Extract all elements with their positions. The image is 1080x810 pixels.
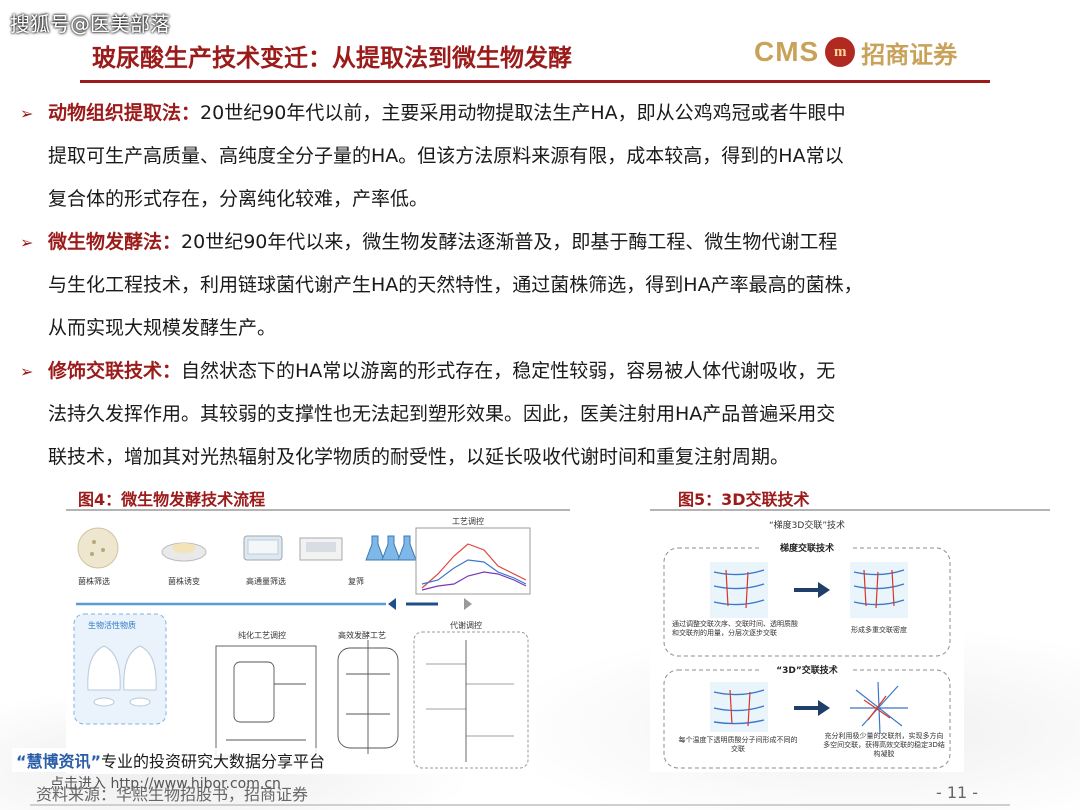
promo-brand: “慧博资讯”: [16, 752, 102, 771]
bullet-line: 20世纪90年代以前，主要采用动物提取法生产HA，即从公鸡鸡冠或者牛眼中: [200, 102, 846, 124]
bullet-list: ➢ 动物组织提取法：20世纪90年代以前，主要采用动物提取法生产HA，即从公鸡鸡…: [20, 92, 1060, 479]
bullet-line: 20世纪90年代以来，微生物发酵法逐渐普及，即基于酶工程、微生物代谢工程: [181, 231, 838, 253]
arrow-bullet-icon: ➢: [20, 362, 34, 381]
page-number: - 11 -: [936, 783, 979, 802]
arrow-right-icon: [818, 582, 830, 598]
bullet-lead: 动物组织提取法：: [48, 102, 201, 124]
three-d-title: “3D”交联技术: [776, 664, 838, 676]
step-label: 高通量筛选: [246, 576, 286, 586]
three-d-crosslink-panel: “3D”交联技术 每个温度下透明质酸分子间形成不同的交联 充分利用极少量的交联剂…: [663, 662, 951, 769]
arrow-bullet-icon: ➢: [20, 233, 34, 252]
bullet-line: 复合体的形式存在，分离纯化较难，产率低。: [48, 188, 429, 210]
bullet-lead: 修饰交联技术：: [48, 360, 182, 382]
metabolic-control-label: 代谢调控: [450, 620, 482, 630]
promo-link[interactable]: 点击进入 http://www.hibor.com.cn: [50, 776, 281, 792]
figure5-heading: “梯度3D交联”技术: [769, 519, 845, 531]
gradient-left-text: 通过调整交联次序、交联时间、透明质酸和交联剂的用量，分层次逐步交联: [672, 620, 798, 637]
figure4-fermentation-flow: 菌株筛选 菌株诱变 高通量筛选 复筛 工艺调控 生物活性物质 纯化工艺调控 高效…: [66, 514, 536, 774]
step-label: 菌株诱变: [168, 576, 200, 586]
bullet-line: 自然状态下的HA常以游离的形式存在，稳定性较弱，容易被人体代谢吸收，无: [181, 360, 836, 382]
figure4-caption: 图4：微生物发酵技术流程: [78, 490, 266, 509]
step-high-throughput-image: [243, 535, 283, 561]
bioactive-substance-box: 生物活性物质: [73, 613, 167, 725]
figure5-caption-rule: [650, 509, 1050, 511]
fermenter-drawing: [337, 640, 399, 754]
figure5-caption: 图5：3D交联技术: [678, 490, 810, 509]
title-underline: [80, 80, 990, 83]
step-rescreen-image: [299, 537, 343, 561]
step-flasks-image: [365, 535, 417, 561]
bullet-line: 联技术，增加其对光热辐射及化学物质的耐受性，以延长吸收代谢时间和重复注射周期。: [48, 446, 790, 468]
vertical-arrow-icon: [464, 598, 472, 610]
bullet-line: 法持久发挥作用。其较弱的支撑性也无法起到塑形效果。因此，医美注射用HA产品普遍采…: [48, 403, 836, 425]
process-control-chart: [415, 527, 531, 595]
step-label: 菌株筛选: [78, 576, 110, 586]
footer-rule: [30, 804, 1010, 806]
bullet-line: 从而实现大规模发酵生产。: [48, 317, 277, 339]
flow-arrow-icon: [388, 598, 396, 610]
bullet-line: 与生化工程技术，利用链球菌代谢产生HA的天然特性，通过菌株筛选，得到HA产率最高…: [48, 274, 863, 296]
cms-logo: CMS m 招商证券: [754, 32, 957, 72]
figure4-caption-rule: [66, 509, 570, 511]
gradient-title: 梯度交联技术: [780, 542, 834, 554]
bullet-microbial-fermentation: ➢ 微生物发酵法：20世纪90年代以来，微生物发酵法逐渐普及，即基于酶工程、微生…: [20, 221, 1060, 350]
process-control-label: 工艺调控: [452, 516, 484, 526]
promo-banner: “慧博资讯”专业的投资研究大数据分享平台: [12, 748, 330, 772]
logo-cms-text: CMS: [754, 36, 820, 67]
step-mutagenesis-image: [161, 542, 207, 562]
fermentation-label: 高效发酵工艺: [338, 630, 386, 640]
metabolic-pathway-diagram: [413, 631, 529, 769]
purification-equipment-drawing: [215, 645, 317, 757]
promo-text: 专业的投资研究大数据分享平台: [101, 752, 326, 771]
logo-company-name: 招商证券: [861, 39, 958, 69]
three-d-left-text: 每个温度下透明质酸分子间形成不同的交联: [678, 736, 798, 753]
step-label: 复筛: [348, 576, 364, 586]
step-strain-screening-image: [77, 527, 119, 569]
three-d-right-text: 充分利用极少量的交联剂，实现多方向多空间交联，获得高效交联的稳定3D结构凝胶: [823, 732, 945, 758]
slide-title: 玻尿酸生产技术变迁：从提取法到微生物发酵: [92, 43, 572, 72]
figure5-crosslinking-diagram: “梯度3D交联”技术 梯度交联技术 通过调整交联次序、交联时间、透明质酸和交联剂…: [650, 514, 964, 772]
gradient-crosslink-panel: 梯度交联技术 通过调整交联次序、交联时间、透明质酸和交联剂的用量，分层次逐步交联…: [663, 540, 951, 657]
bullet-crosslinking: ➢ 修饰交联技术：自然状态下的HA常以游离的形式存在，稳定性较弱，容易被人体代谢…: [20, 350, 1060, 479]
arrow-bullet-icon: ➢: [20, 104, 34, 123]
purification-label: 纯化工艺调控: [238, 630, 286, 640]
watermark: 搜狐号@医美部落: [10, 12, 170, 36]
gradient-right-text: 形成多重交联密度: [851, 625, 907, 634]
bullet-line: 提取可生产高质量、高纯度全分子量的HA。但该方法原料来源有限，成本较高，得到的H…: [48, 145, 844, 167]
logo-mark-icon: m: [825, 37, 856, 67]
bullet-animal-extraction: ➢ 动物组织提取法：20世纪90年代以前，主要采用动物提取法生产HA，即从公鸡鸡…: [20, 92, 1060, 221]
bullet-lead: 微生物发酵法：: [48, 231, 182, 253]
source-note: 资料来源：华熙生物招股书，招商证券: [36, 785, 309, 804]
arrow-right-icon: [818, 700, 830, 716]
bioactive-label: 生物活性物质: [88, 620, 136, 630]
